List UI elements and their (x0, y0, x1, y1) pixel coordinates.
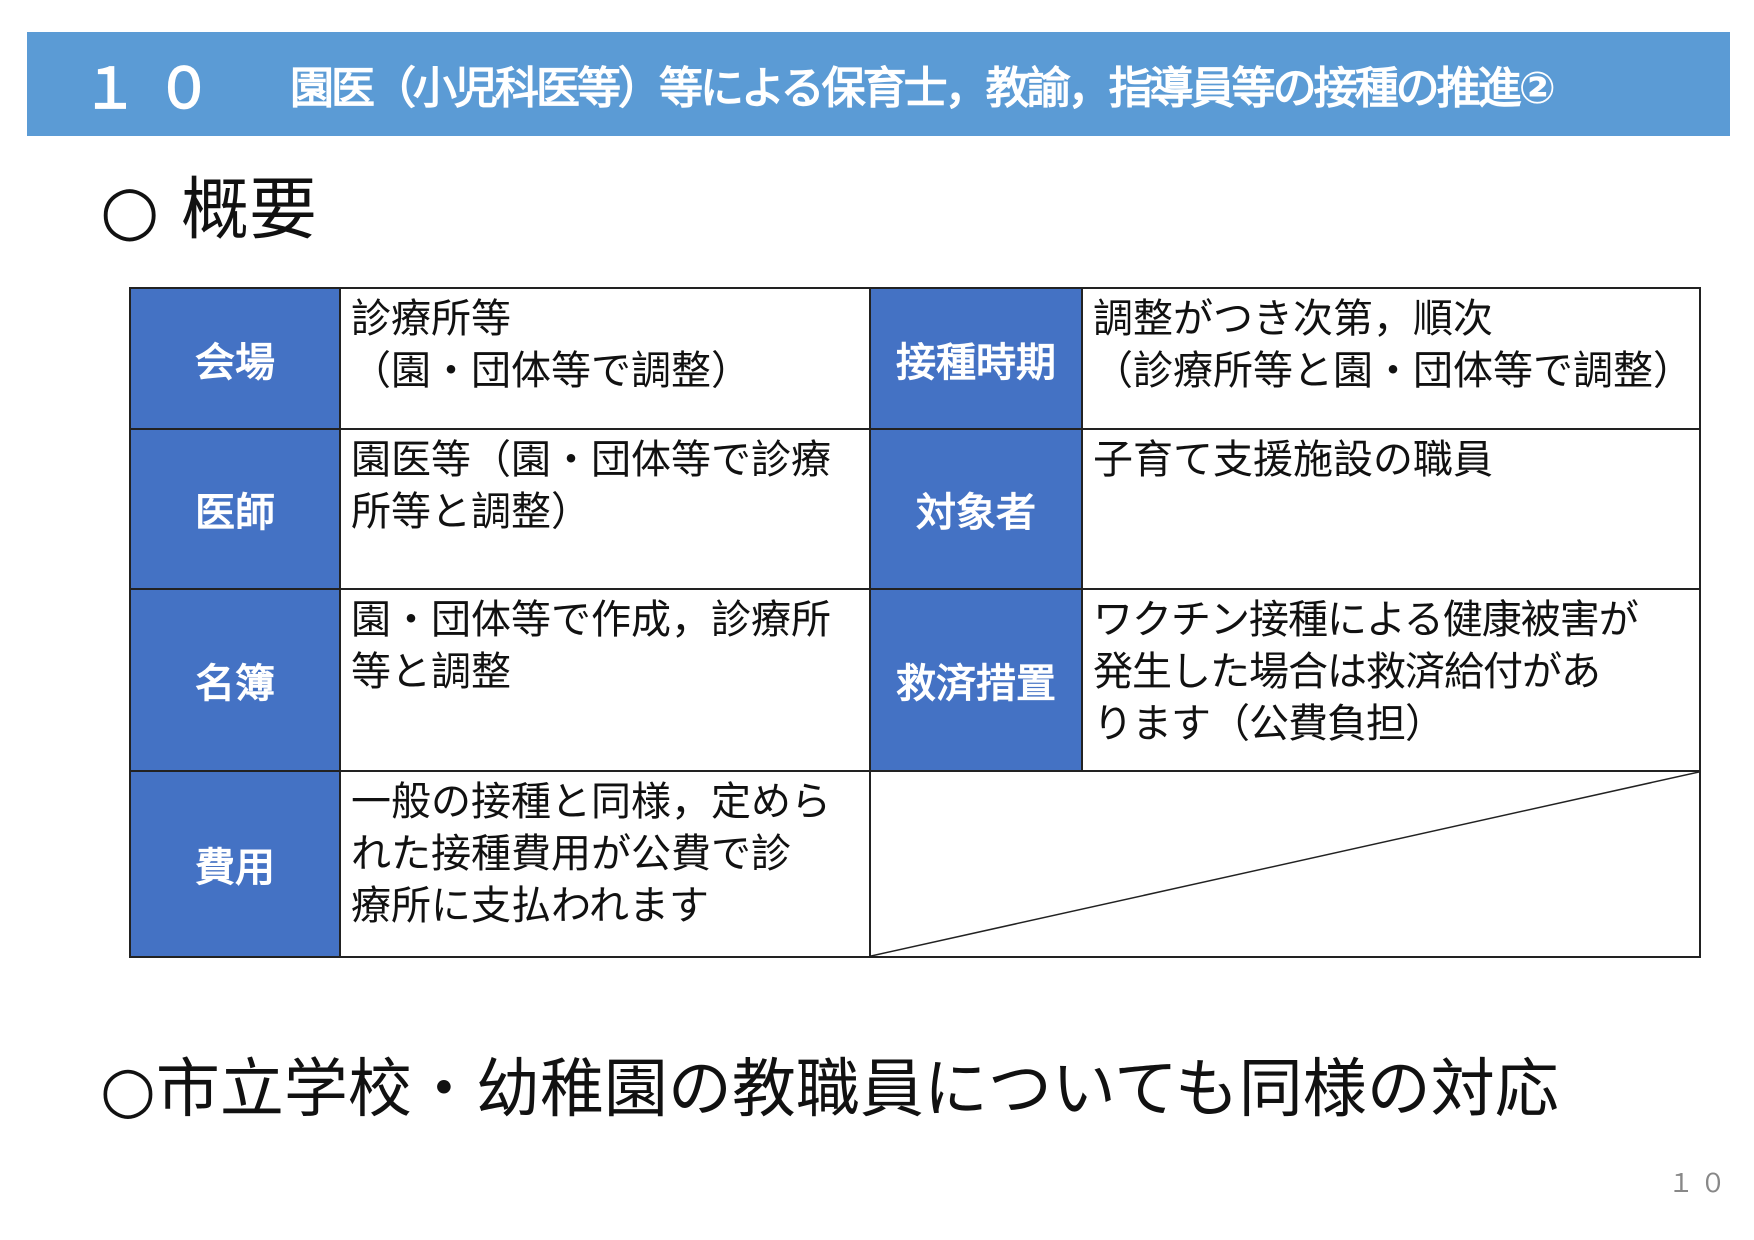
page-number: １０ (1668, 1169, 1733, 1199)
doctor-label: 医師 (129, 428, 341, 590)
table-row: 医師 園医等（園・団体等で診療 所等と調整） 対象者 子育て支援施設の職員 (129, 428, 1701, 590)
table-row: 会場 診療所等 （園・団体等で調整） 接種時期 調整がつき次第，順次 （診療所等… (129, 287, 1701, 430)
relief-value: ワクチン接種による健康被害が 発生した場合は救済給付があ ります（公費負担） (1081, 588, 1701, 772)
slide-title: 園医（小児科医等）等による保育士，教諭，指導員等の接種の推進② (290, 63, 1556, 114)
target-label: 対象者 (869, 428, 1083, 590)
timing-label: 接種時期 (869, 287, 1083, 430)
doctor-value: 園医等（園・団体等で診療 所等と調整） (339, 428, 871, 590)
roster-label: 名簿 (129, 588, 341, 772)
cost-label: 費用 (129, 770, 341, 958)
overview-table: 会場 診療所等 （園・団体等で調整） 接種時期 調整がつき次第，順次 （診療所等… (129, 287, 1701, 958)
timing-value: 調整がつき次第，順次 （診療所等と園・団体等で調整） (1081, 287, 1701, 430)
roster-value: 園・団体等で作成，診療所 等と調整 (339, 588, 871, 772)
diagonal-line (871, 772, 1699, 956)
venue-label: 会場 (129, 287, 341, 430)
section-heading: ○ 概要 (100, 171, 317, 250)
venue-value: 診療所等 （園・団体等で調整） (339, 287, 871, 430)
header-bar: １０ 園医（小児科医等）等による保育士，教諭，指導員等の接種の推進② (27, 32, 1730, 136)
relief-label: 救済措置 (869, 588, 1083, 772)
cost-value: 一般の接種と同様，定めら れた接種費用が公費で診 療所に支払われます (339, 770, 871, 958)
footer-note: ○市立学校・幼稚園の教職員についても同様の対応 (100, 1053, 1559, 1127)
slide-number: １０ (82, 56, 230, 122)
table-row: 名簿 園・団体等で作成，診療所 等と調整 救済措置 ワクチン接種による健康被害が… (129, 588, 1701, 772)
target-value: 子育て支援施設の職員 (1081, 428, 1701, 590)
empty-crossed-cell (869, 770, 1701, 958)
table-row: 費用 一般の接種と同様，定めら れた接種費用が公費で診 療所に支払われます (129, 770, 1701, 958)
